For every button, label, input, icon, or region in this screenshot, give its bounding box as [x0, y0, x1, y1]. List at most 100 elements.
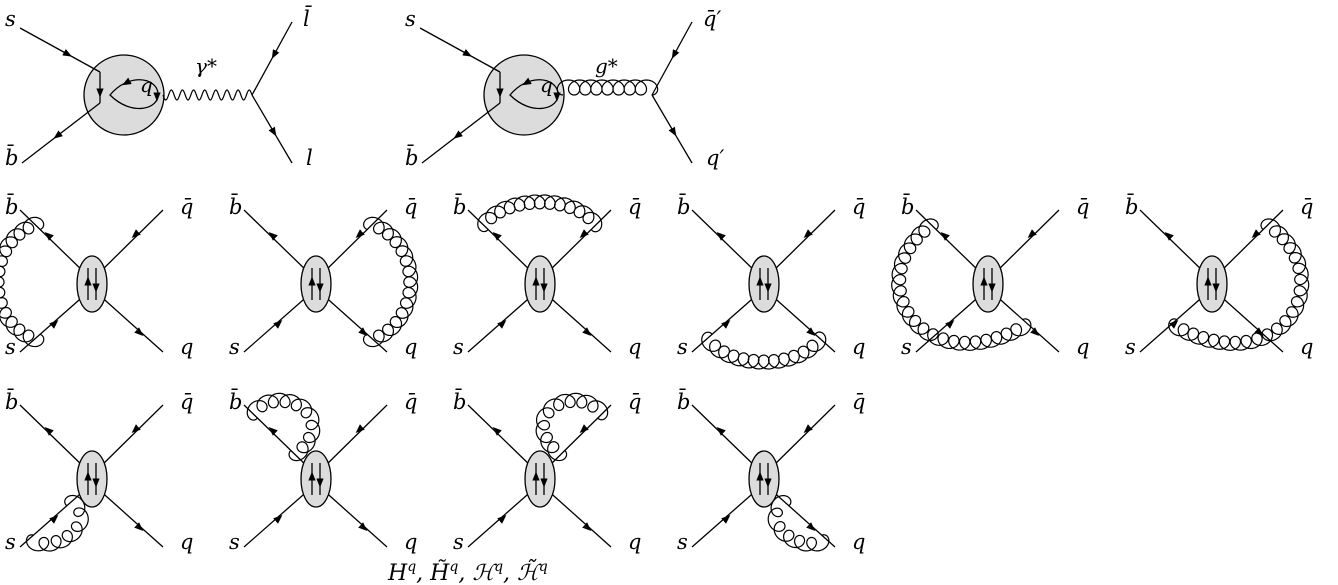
qbar-line-arrow [1251, 229, 1261, 239]
label-s: s [1125, 335, 1136, 359]
op-2-sup: q [449, 559, 458, 575]
label-qbar: q̄ [180, 390, 193, 414]
gluon-propagator [556, 79, 659, 96]
b-line-arrow [268, 231, 278, 241]
gluon-line [362, 216, 419, 348]
gluon-line [477, 194, 603, 233]
photon-propagator [162, 89, 253, 101]
label-q: q [628, 335, 641, 359]
quark-loop-arrow-1 [522, 77, 532, 86]
label-qbar: q̄ [1300, 195, 1313, 219]
op-3: ℋ [472, 561, 497, 585]
out-top-line-arrow [671, 49, 680, 59]
q-line [320, 487, 388, 548]
out-bottom-line-arrow [268, 126, 277, 137]
label-b: b̄ [405, 144, 418, 170]
b-quark-line-arrow [53, 130, 63, 139]
b-line-arrow [492, 426, 502, 436]
s-line [19, 292, 88, 353]
label-q: q [404, 530, 417, 554]
label-q: q [404, 335, 417, 359]
qbar-line-arrow [579, 424, 589, 434]
qbar-line [1216, 209, 1284, 276]
qbar-line-arrow [803, 229, 813, 239]
s-line-arrow [721, 514, 731, 524]
operator-blob [300, 255, 332, 313]
b-line-arrow [1164, 231, 1174, 241]
operator-blob [76, 450, 108, 508]
label-qbar: q̄ [404, 390, 417, 414]
operator-blob [972, 255, 1004, 313]
label-bbar: b̄ [229, 388, 242, 414]
qbar-line-arrow [355, 229, 365, 239]
label-s: s [405, 7, 416, 31]
operator-blob [524, 255, 556, 313]
op-3-sup: q [494, 559, 503, 575]
q-line [544, 292, 612, 353]
operator-blob [748, 450, 780, 508]
s-line-arrow [945, 319, 955, 329]
q-line [768, 487, 836, 548]
s-quark-line [419, 27, 501, 73]
label-bbar: b̄ [901, 193, 914, 219]
label-s: s [453, 530, 464, 554]
qbar-line [544, 209, 612, 276]
s-quark-line [19, 27, 101, 73]
qbar-line [96, 209, 164, 276]
label-bbar: b̄ [453, 193, 466, 219]
quark-loop-arrow-1 [122, 77, 132, 86]
boson-label: g* [595, 54, 618, 78]
b-line [243, 404, 312, 471]
b-line [19, 209, 88, 276]
qbar-line [992, 209, 1060, 276]
label-qbar: q̄ [628, 195, 641, 219]
label-s: s [453, 335, 464, 359]
label-qbar: q̄ [852, 195, 865, 219]
qbar-line-arrow [1027, 229, 1037, 239]
op-1-sup: q [407, 559, 416, 575]
s-line [243, 487, 312, 548]
label-bbar: b̄ [677, 193, 690, 219]
b-line-arrow [716, 231, 726, 241]
b-line-arrow [716, 426, 726, 436]
qbar-line-arrow [131, 229, 141, 239]
qbar-line [96, 404, 164, 471]
out-top-line [651, 21, 693, 96]
s-line-arrow [497, 514, 507, 524]
qbar-line [544, 404, 612, 471]
label-b: b̄ [5, 144, 18, 170]
s-line-arrow [497, 319, 507, 329]
b-line-arrow [44, 231, 54, 241]
op-1: H [387, 561, 408, 585]
gluon-line [25, 494, 89, 552]
label-s: s [5, 335, 16, 359]
q-line [1216, 292, 1284, 353]
q-line-arrow [1254, 327, 1264, 337]
label-s: s [5, 530, 16, 554]
s-line [691, 487, 760, 548]
qbar-line [768, 209, 836, 276]
qbar-line-arrow [579, 229, 589, 239]
qbar-line [768, 404, 836, 471]
qbar-line-arrow [355, 424, 365, 434]
b-line [467, 209, 536, 276]
s-line-arrow [273, 514, 283, 524]
op-2: H̃ [429, 560, 450, 585]
q-line-arrow [582, 522, 592, 532]
label-qbar: q̄ [1076, 195, 1089, 219]
label-s: s [5, 7, 16, 31]
label-q: q [852, 530, 865, 554]
b-line [467, 404, 536, 471]
boson-label: γ* [195, 54, 217, 78]
label-bbar: b̄ [5, 388, 18, 414]
b-quark-line-arrow [453, 130, 463, 139]
gluon-line [1168, 218, 1310, 351]
label-bbar: b̄ [677, 388, 690, 414]
label-s: s [677, 335, 688, 359]
q-line-arrow [806, 327, 816, 337]
